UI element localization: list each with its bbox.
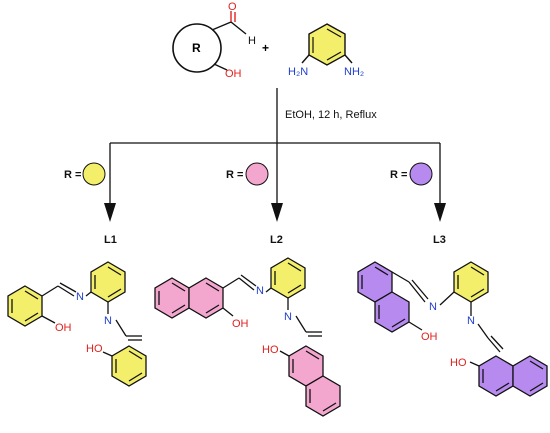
label-l3: L3: [433, 234, 446, 246]
amine-right: NH₂: [344, 66, 364, 78]
r-equals-l1: R =: [64, 169, 81, 181]
l1-oh-top: OH: [55, 322, 72, 334]
r-key-l3: R =: [390, 162, 433, 186]
r-label: R: [192, 41, 201, 55]
reaction-arrows: [109, 88, 441, 205]
l2-imine-n1: N: [256, 285, 264, 297]
r-equals-l2: R =: [226, 169, 243, 181]
l3-imine-n2: N: [467, 315, 475, 327]
aldehyde-hydrogen: H: [248, 35, 256, 47]
r-key-l1: R =: [64, 162, 106, 186]
l1-imine-n1: N: [76, 291, 84, 303]
arrow-head-l2: [271, 203, 283, 222]
phenol-oh: OH: [225, 68, 242, 80]
amine-left: H₂N: [288, 66, 308, 78]
l1-imine-n2: N: [104, 315, 112, 327]
structure-l3: [357, 261, 548, 397]
structure-l1: [7, 261, 147, 387]
r-ring: [172, 23, 222, 73]
l1-oh-bottom: HO: [86, 343, 103, 355]
arrow-head-l3: [434, 203, 446, 222]
reactant-aldehyde: 2 R O H OH: [172, 1, 256, 80]
l3-oh-bottom: HO: [450, 357, 467, 369]
label-l2: L2: [270, 234, 283, 246]
plus-sign: +: [262, 41, 269, 55]
l2-oh-top: OH: [232, 318, 249, 330]
l2-imine-n2: N: [284, 311, 292, 323]
label-l1: L1: [104, 234, 117, 246]
reactant-o-phenylenediamine: H₂N NH₂: [288, 23, 364, 78]
reaction-conditions: EtOH, 12 h, Reflux: [285, 109, 377, 121]
l3-oh-top: OH: [421, 331, 438, 343]
l2-oh-bottom: HO: [262, 344, 279, 356]
arrow-head-l1: [104, 203, 116, 222]
r-key-l2: R =: [226, 162, 269, 186]
r-equals-l3: R =: [390, 169, 407, 181]
l3-imine-n1: N: [429, 301, 437, 313]
structure-l2: [154, 257, 341, 417]
aldehyde-oxygen: O: [228, 1, 237, 13]
